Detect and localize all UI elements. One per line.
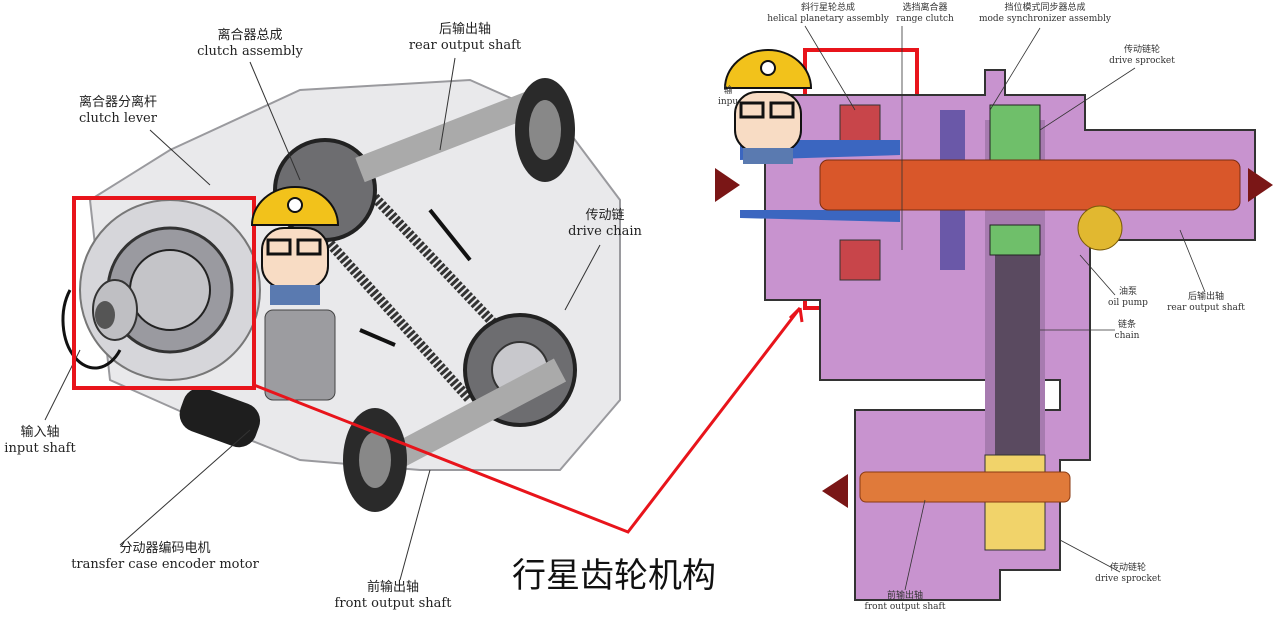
highlight-box-left bbox=[72, 196, 256, 390]
connector-line bbox=[253, 307, 802, 534]
leader-lines-left bbox=[44, 57, 601, 581]
cross-section-diagram bbox=[715, 69, 1273, 601]
mascot-sticker-left bbox=[250, 186, 340, 305]
planetary-gear-annotation: 行星齿轮机构 bbox=[512, 556, 716, 596]
leader-lines-right bbox=[804, 25, 1206, 591]
transfer-case-illustration bbox=[61, 78, 621, 512]
mascot-sticker-right bbox=[723, 49, 813, 164]
